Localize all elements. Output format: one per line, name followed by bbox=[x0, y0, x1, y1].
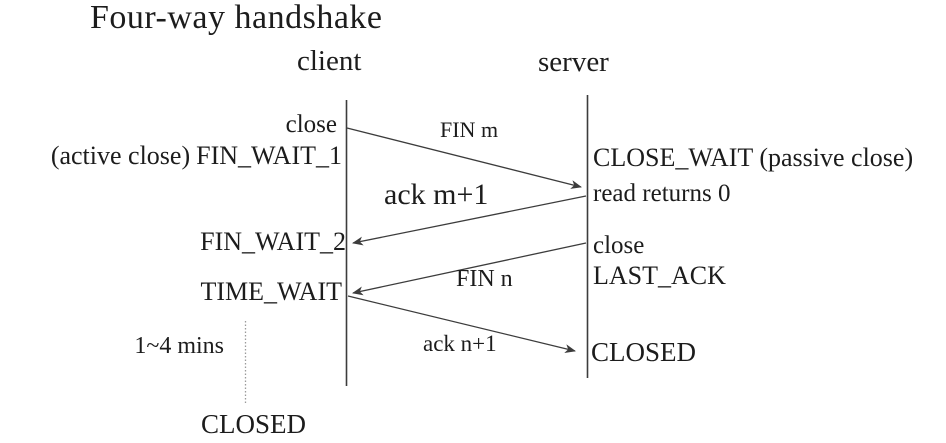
server-lifeline-label: server bbox=[538, 46, 609, 78]
server-close-wait-line: CLOSE_WAIT(passive close) bbox=[593, 144, 913, 171]
read-returns-label: read returns 0 bbox=[593, 180, 731, 207]
ack-n1-message-label: ack n+1 bbox=[423, 331, 497, 356]
fin-n-message-label: FIN n bbox=[456, 266, 513, 292]
active-close-note: (active close) bbox=[50, 141, 191, 170]
client-fin-wait-1-line: (active close)FIN_WAIT_1 bbox=[51, 142, 342, 169]
fin-wait-1-state: FIN_WAIT_1 bbox=[196, 141, 342, 170]
ack-m1-message-label: ack m+1 bbox=[384, 178, 489, 211]
client-lifeline-label: client bbox=[297, 45, 362, 77]
server-closed-state: CLOSED bbox=[591, 337, 697, 367]
fin-m-arrow bbox=[346, 127, 582, 189]
time-wait-state: TIME_WAIT bbox=[200, 277, 342, 306]
time-wait-duration-label: 1~4 mins bbox=[134, 333, 224, 359]
passive-close-note: (passive close) bbox=[759, 143, 914, 172]
fin-m-message-label: FIN m bbox=[440, 117, 499, 142]
fin-n-arrow bbox=[352, 242, 587, 296]
ack-n1-arrow bbox=[347, 295, 576, 354]
client-close-action-label: close bbox=[285, 111, 337, 138]
fin-wait-2-state: FIN_WAIT_2 bbox=[200, 227, 346, 256]
page-title: Four-way handshake bbox=[90, 0, 383, 36]
last-ack-state: LAST_ACK bbox=[593, 261, 726, 290]
ack-m1-arrow bbox=[352, 195, 587, 246]
client-closed-state: CLOSED bbox=[201, 409, 307, 439]
close-wait-state: CLOSE_WAIT bbox=[593, 143, 754, 172]
server-close-action-label: close bbox=[593, 232, 645, 259]
